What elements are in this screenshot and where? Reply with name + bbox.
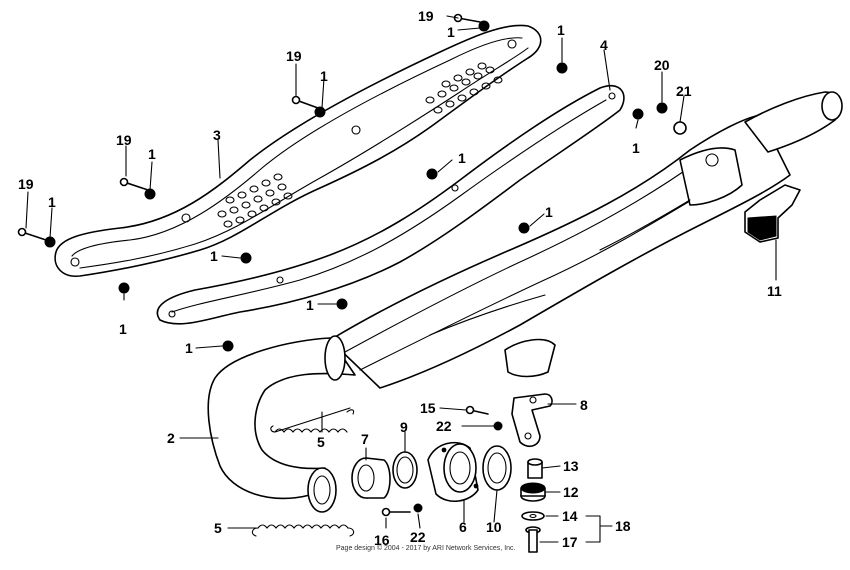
callout-12: 12 xyxy=(563,484,579,500)
callout-9: 9 xyxy=(400,419,408,435)
callout-13: 13 xyxy=(563,458,579,474)
callout-1-b: 1 xyxy=(320,68,328,84)
callout-1-j: 1 xyxy=(119,321,127,337)
heat-shield-stay-part xyxy=(156,85,625,325)
exhaust-pipe-part xyxy=(207,91,843,513)
callout-17: 17 xyxy=(562,534,578,550)
exhaust-gasket-10-part xyxy=(482,445,512,491)
callout-1-c: 1 xyxy=(148,146,156,162)
exhaust-gasket-7-part xyxy=(351,457,391,499)
bolt-17-part xyxy=(525,526,541,553)
callout-5-lower: 5 xyxy=(214,520,222,536)
bracket-8-part xyxy=(511,393,553,448)
callout-3: 3 xyxy=(213,127,221,143)
copyright-text: Page design © 2004 - 2017 by ARI Network… xyxy=(336,544,516,552)
callout-5-upper: 5 xyxy=(317,434,325,450)
callout-1-k: 1 xyxy=(306,297,314,313)
heat-shield-perforations xyxy=(217,62,503,228)
callout-1-top: 1 xyxy=(447,24,455,40)
exhaust-joint-6-part xyxy=(427,441,479,502)
callout-1-d: 1 xyxy=(48,194,56,210)
callout-7: 7 xyxy=(361,431,369,447)
callout-1-e: 1 xyxy=(557,22,565,38)
callout-1-h: 1 xyxy=(545,204,553,220)
callout-11: 11 xyxy=(767,283,782,299)
callout-21: 21 xyxy=(676,83,692,99)
callout-10: 10 xyxy=(486,519,502,535)
exhaust-seal-9-part xyxy=(392,451,418,489)
spring-upper-part xyxy=(270,407,355,433)
callout-22-lower: 22 xyxy=(410,529,426,545)
callout-labels: 19 1 19 1 19 1 19 1 1 4 3 20 21 1 1 1 1 … xyxy=(18,8,782,550)
callout-1-i: 1 xyxy=(210,248,218,264)
leader-lines xyxy=(25,15,777,543)
callout-2: 2 xyxy=(167,430,175,446)
callout-19-b: 19 xyxy=(286,48,302,64)
heat-shield-part xyxy=(54,24,542,277)
callout-18: 18 xyxy=(615,518,631,534)
callout-4: 4 xyxy=(600,37,608,53)
callout-8: 8 xyxy=(580,397,588,413)
callout-19-top: 19 xyxy=(418,8,434,24)
callout-14: 14 xyxy=(562,508,578,524)
collar-13-part xyxy=(527,458,543,479)
washer-14-part xyxy=(521,511,545,521)
clip-11-part xyxy=(744,184,801,243)
callout-20: 20 xyxy=(654,57,670,73)
rubber-mount-12-part xyxy=(520,482,546,502)
spring-lower-part xyxy=(251,524,355,537)
callout-1-f: 1 xyxy=(632,140,640,156)
callout-1-l: 1 xyxy=(185,340,193,356)
callout-1-g: 1 xyxy=(458,150,466,166)
small-fasteners xyxy=(17,13,687,517)
callout-19-d: 19 xyxy=(18,176,34,192)
callout-16: 16 xyxy=(374,532,390,548)
callout-15: 15 xyxy=(420,400,436,416)
callout-22-upper: 22 xyxy=(436,418,452,434)
callout-6: 6 xyxy=(459,519,467,535)
callout-19-c: 19 xyxy=(116,132,132,148)
